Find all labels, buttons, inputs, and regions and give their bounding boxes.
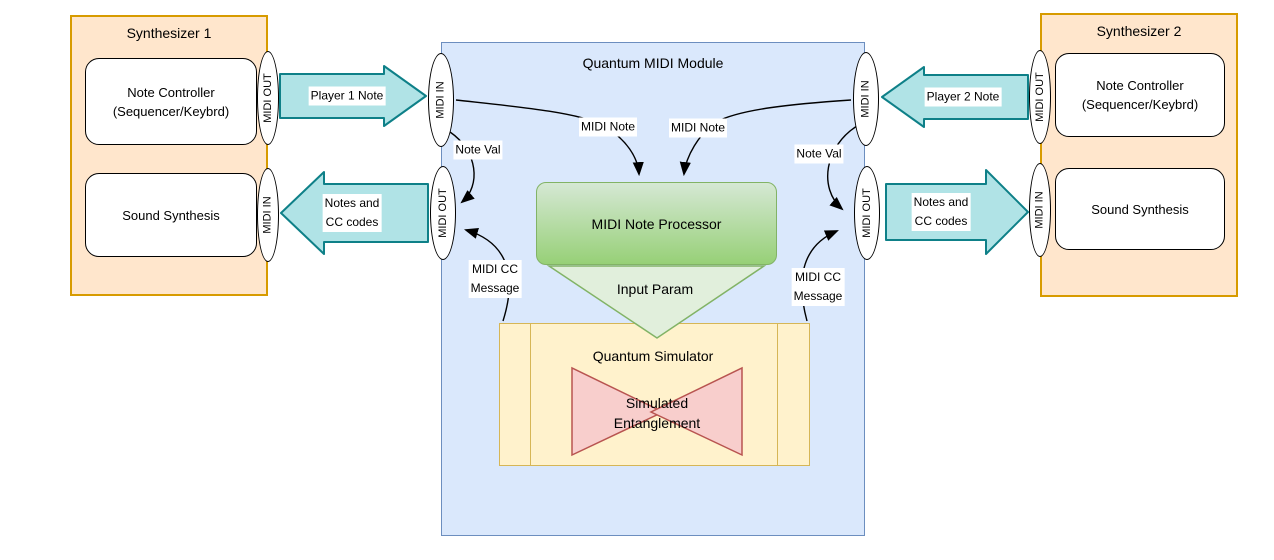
midi-out-port-label: MIDI OUT [262,73,274,123]
synth2-sound-synthesis-box: Sound Synthesis [1055,168,1225,250]
input-param-label: Input Param [616,281,694,297]
synth1-midi-out-port: MIDI OUT [257,51,279,145]
player2-note-label: Player 2 Note [924,87,1002,107]
simulated-entanglement-label: Simulated Entanglement [613,395,701,431]
midi-note-processor-label: MIDI Note Processor [591,215,722,232]
midi-out-port-label: MIDI OUT [861,188,873,238]
synth2-note-controller-box: Note Controller (Sequencer/Keybrd) [1055,53,1225,137]
sound-synthesis-label: Sound Synthesis [122,207,220,223]
synth1-note-controller-box: Note Controller (Sequencer/Keybrd) [85,58,257,145]
midi-note-processor-box: MIDI Note Processor [536,182,777,265]
midi-in-port-label: MIDI IN [860,80,872,118]
note-val-right-label: Note Val [794,144,844,164]
quantum-simulator-label: Quantum Simulator [592,348,714,364]
simulator-right-divider [777,324,778,465]
note-val-left-label: Note Val [453,140,503,160]
midi-cc-right-label: MIDI CC Message [791,268,845,306]
synth2-midi-out-port: MIDI OUT [1029,50,1051,144]
notes-cc-left-label: Notes and CC codes [322,194,382,232]
midi-out-port-label: MIDI OUT [1034,72,1046,122]
module-midi-in-port-left: MIDI IN [428,53,454,147]
note-controller-label-line2: (Sequencer/Keybrd) [1081,97,1199,112]
sound-synthesis-label: Sound Synthesis [1091,201,1189,217]
synth1-midi-in-port: MIDI IN [257,168,279,262]
synth2-midi-in-port: MIDI IN [1029,163,1051,257]
note-controller-label-line2: (Sequencer/Keybrd) [112,103,230,119]
midi-note-left-label: MIDI Note [578,117,638,137]
midi-in-port-label: MIDI IN [262,196,274,234]
midi-out-port-label: MIDI OUT [437,188,449,238]
module-midi-out-port-left: MIDI OUT [430,166,456,260]
notes-cc-right-label: Notes and CC codes [911,193,971,231]
simulator-left-divider [530,324,531,465]
midi-note-right-label: MIDI Note [668,118,728,138]
synthesizer1-title: Synthesizer 1 [126,25,212,41]
module-midi-out-port-right: MIDI OUT [854,166,880,260]
midi-cc-left-label: MIDI CC Message [468,260,522,298]
player1-note-label: Player 1 Note [308,86,386,106]
module-title: Quantum MIDI Module [582,55,724,71]
synth1-sound-synthesis-box: Sound Synthesis [85,173,257,257]
synthesizer2-title: Synthesizer 2 [1096,23,1182,39]
note-controller-label-line1: Note Controller [1096,78,1184,93]
midi-in-port-label: MIDI IN [1034,191,1046,229]
note-controller-label-line1: Note Controller [127,84,215,100]
module-midi-in-port-right: MIDI IN [853,52,879,146]
midi-in-port-label: MIDI IN [435,81,447,119]
